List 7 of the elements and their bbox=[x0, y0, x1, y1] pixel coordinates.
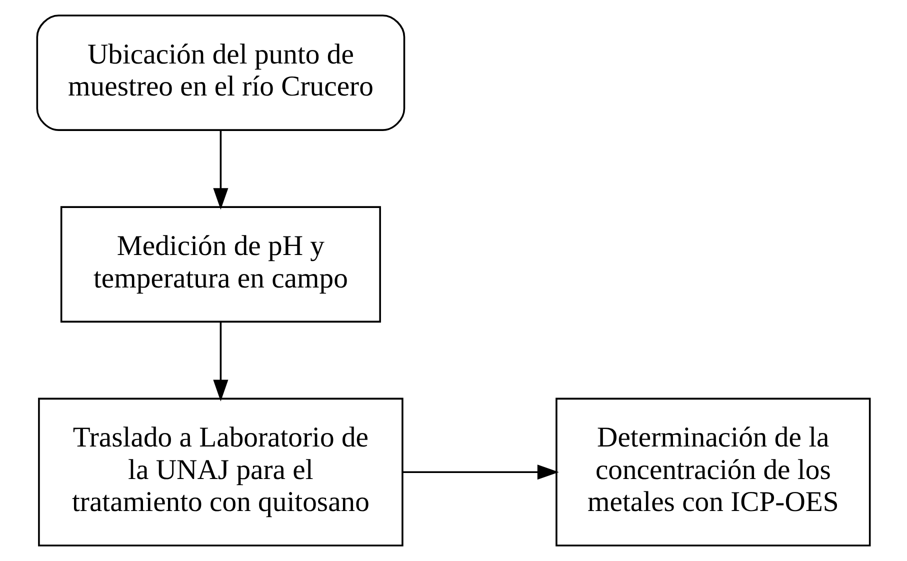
node-box: Medición de pH y temperatura en campo bbox=[60, 206, 381, 323]
node-box: Traslado a Laboratorio de la UNAJ para el tratamiento con quitosano bbox=[38, 398, 404, 546]
node-box: Ubicación del punto de muestreo en el río Crucero bbox=[36, 14, 406, 131]
arrow bbox=[402, 464, 559, 480]
arrow bbox=[213, 322, 228, 402]
arrow bbox=[213, 130, 228, 210]
node-box: Determinación de la concentración de los metales con ICP-OES bbox=[556, 398, 871, 546]
